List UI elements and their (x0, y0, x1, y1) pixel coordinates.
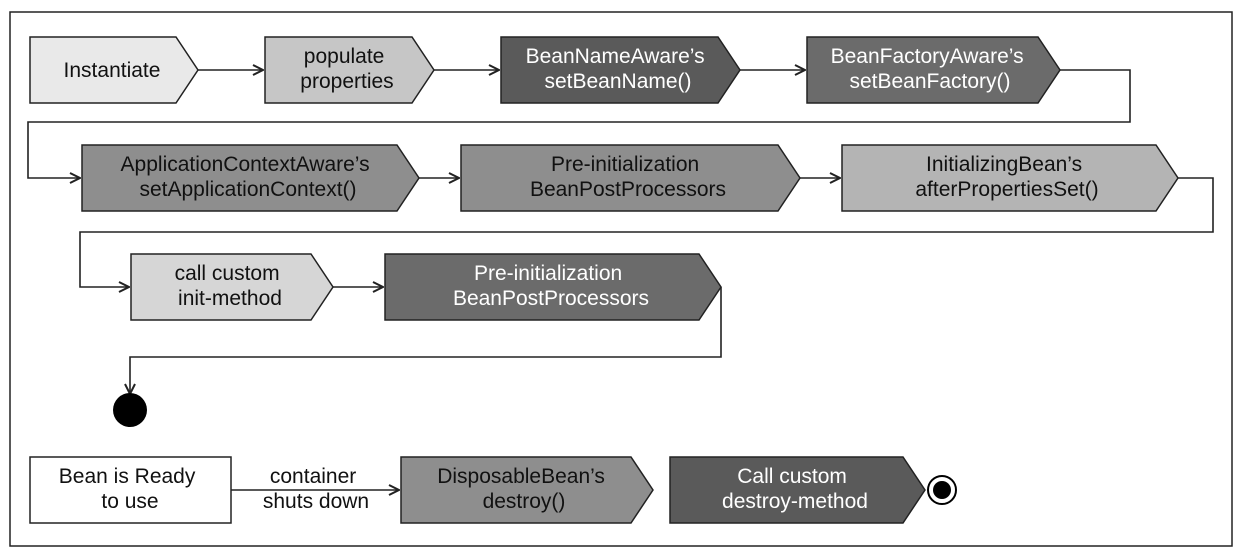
step-disposable-bean (400, 456, 654, 524)
step-app-context-aware (81, 144, 420, 212)
step-custom-init (130, 253, 334, 321)
state-bean-ready (29, 456, 232, 524)
step-custom-destroy (669, 456, 926, 524)
arrow-initializing-bean-to-custom-init (79, 177, 1214, 287)
step-instantiate-label: Instantiate (64, 59, 161, 82)
step-bean-name-aware (500, 36, 741, 104)
final-state-node (927, 475, 957, 505)
step-app-context-aware-label: ApplicationContextAware’s setApplication… (121, 153, 376, 201)
connectors (27, 69, 1214, 490)
step-pre-init-bpp-label: Pre-initialization BeanPostProcessors (530, 153, 726, 201)
step-bean-name-aware-label: BeanNameAware’s setBeanName() (526, 45, 711, 93)
step-instantiate (29, 36, 199, 104)
arrow-post-init-to-end (130, 287, 722, 394)
step-initializing-bean (841, 144, 1179, 212)
step-populate-properties-label: populate properties (300, 45, 393, 93)
edge-label-container-shutdown: container shuts down (263, 465, 369, 513)
step-populate-properties (264, 36, 435, 104)
step-post-init-bpp (384, 253, 722, 321)
step-pre-init-bpp (460, 144, 801, 212)
step-post-init-bpp-label: Pre-initialization BeanPostProcessors (453, 262, 649, 310)
state-bean-ready-label: Bean is Ready to use (59, 465, 201, 513)
step-custom-init-label: call custom init-method (175, 262, 286, 310)
step-bean-factory-aware (806, 36, 1061, 104)
step-initializing-bean-label: InitializingBean’s afterPropertiesSet() (915, 153, 1098, 201)
diagram-frame (9, 11, 1233, 547)
step-bean-factory-aware-label: BeanFactoryAware’s setBeanFactory() (831, 45, 1030, 93)
step-custom-destroy-label: Call custom destroy-method (722, 465, 868, 513)
step-disposable-bean-label: DisposableBean’s destroy() (437, 465, 611, 513)
lifecycle-end-node (113, 393, 147, 427)
arrow-bean-factory-aware-to-app-context-aware (27, 69, 1131, 178)
